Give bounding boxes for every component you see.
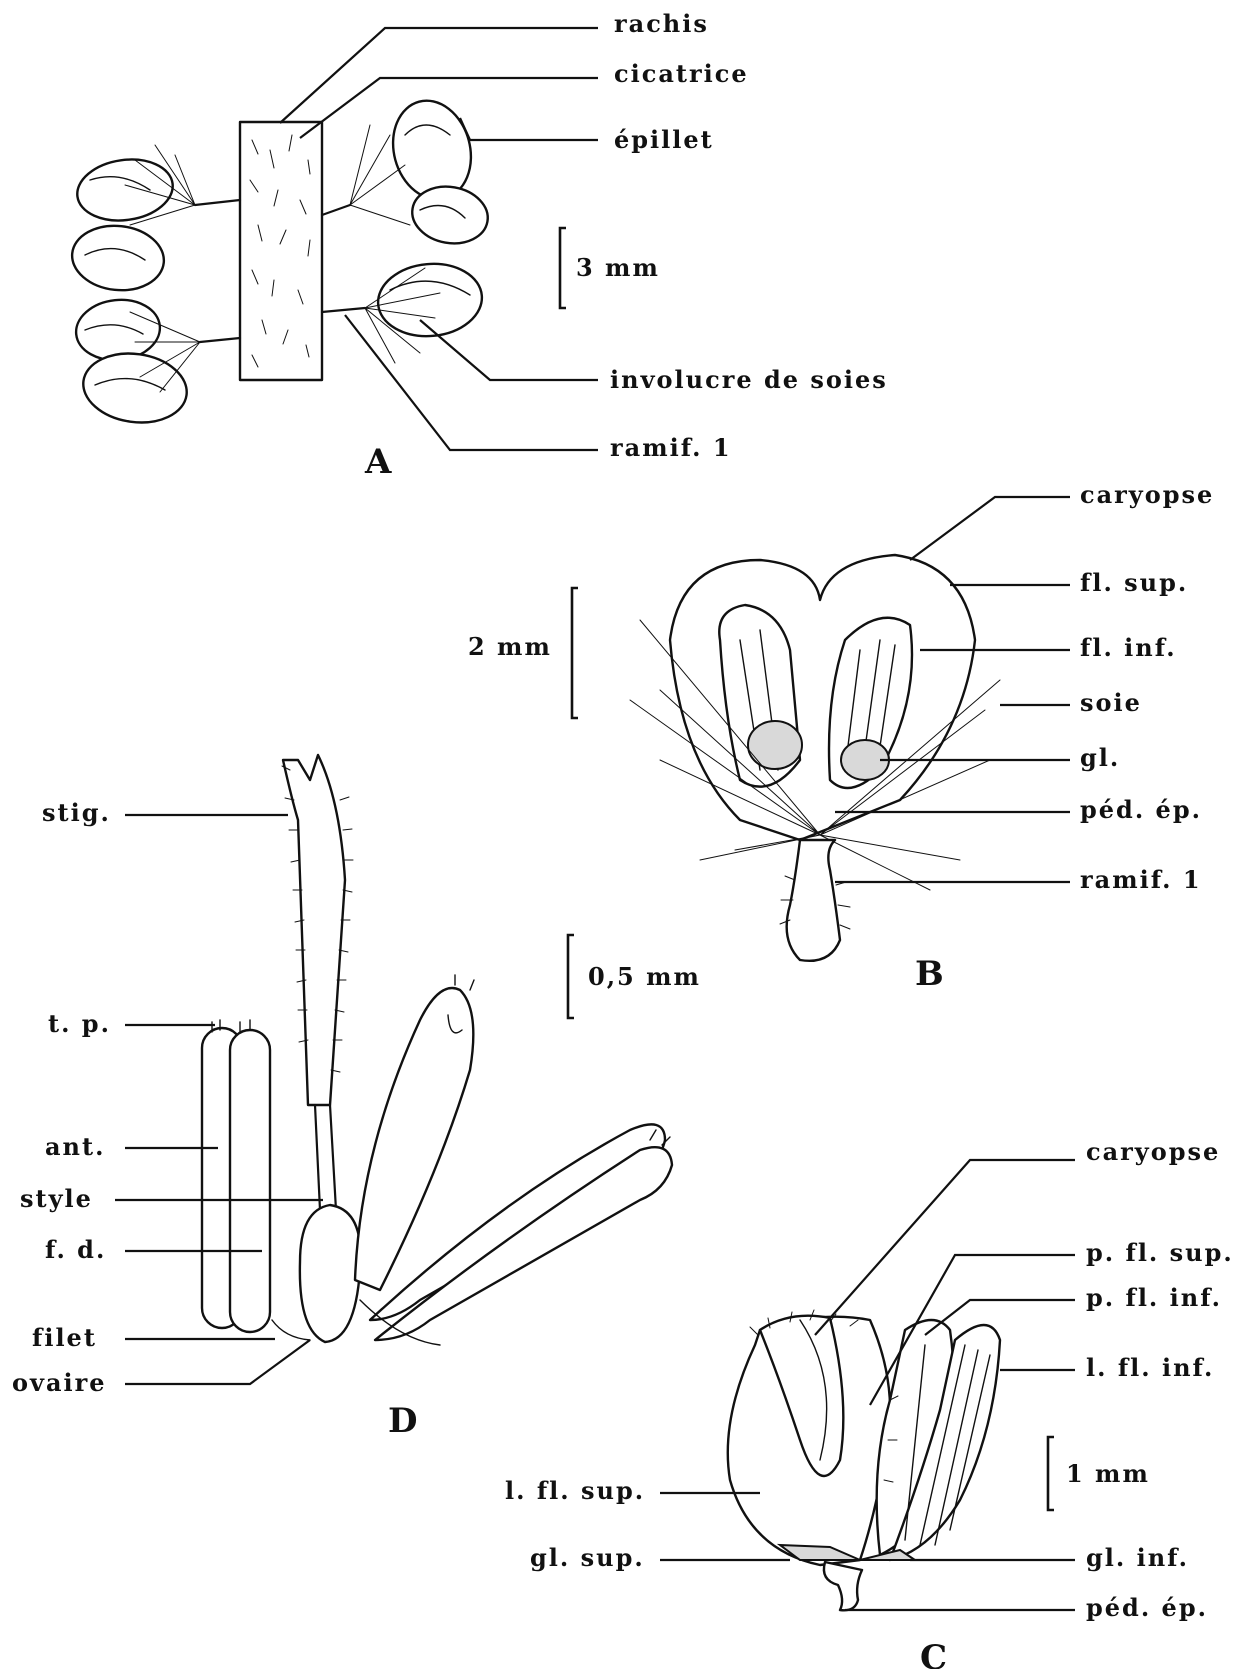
label-gl-inf: gl. inf. — [1086, 1543, 1189, 1572]
label-p-fl-sup: p. fl. sup. — [1086, 1238, 1234, 1267]
label-fl-sup: fl. sup. — [1080, 568, 1188, 597]
label-fl-inf: fl. inf. — [1080, 633, 1177, 662]
scale-0-5mm: 0,5 mm — [588, 962, 701, 991]
label-gl: gl. — [1080, 743, 1120, 772]
label-gl-sup: gl. sup. — [530, 1543, 645, 1572]
figure-c-drawing: C — [728, 1310, 1054, 1669]
label-filet: filet — [32, 1323, 97, 1352]
figure-b-drawing: B — [572, 555, 1000, 994]
figure-a-letter: A — [364, 442, 392, 482]
label-cicatrice: cicatrice — [614, 59, 749, 88]
label-f-d: f. d. — [45, 1235, 106, 1264]
label-rachis: rachis — [614, 9, 709, 38]
label-caryopse-c: caryopse — [1086, 1137, 1220, 1166]
figure-a-drawing: A — [69, 92, 566, 482]
label-ovaire: ovaire — [12, 1368, 107, 1397]
figure-a-labels: rachis cicatrice épillet involucre de so… — [576, 9, 888, 462]
label-ramif-1-a: ramif. 1 — [610, 433, 732, 462]
label-epillet: épillet — [614, 125, 714, 154]
label-ramif-1-b: ramif. 1 — [1080, 865, 1202, 894]
label-l-fl-sup: l. fl. sup. — [505, 1476, 645, 1505]
figure-d-letter: D — [388, 1401, 417, 1441]
label-soie: soie — [1080, 688, 1142, 717]
scale-1mm: 1 mm — [1066, 1459, 1150, 1488]
figure-d-labels: stig. t. p. ant. style f. d. filet ovair… — [12, 798, 701, 1397]
figure-c-letter: C — [920, 1638, 947, 1669]
figure-b-letter: B — [915, 954, 944, 994]
label-caryopse-b: caryopse — [1080, 480, 1214, 509]
label-involucre-de-soies: involucre de soies — [610, 365, 888, 394]
label-ant: ant. — [45, 1132, 105, 1161]
label-style: style — [20, 1184, 93, 1213]
scale-2mm: 2 mm — [468, 632, 552, 661]
label-ped-ep-b: péd. ép. — [1080, 795, 1202, 824]
label-l-fl-inf: l. fl. inf. — [1086, 1353, 1214, 1382]
label-ped-ep-c: péd. ép. — [1086, 1593, 1208, 1622]
label-stig: stig. — [42, 798, 111, 827]
label-t-p: t. p. — [48, 1009, 111, 1038]
label-p-fl-inf: p. fl. inf. — [1086, 1283, 1222, 1312]
scale-3mm: 3 mm — [576, 253, 660, 282]
